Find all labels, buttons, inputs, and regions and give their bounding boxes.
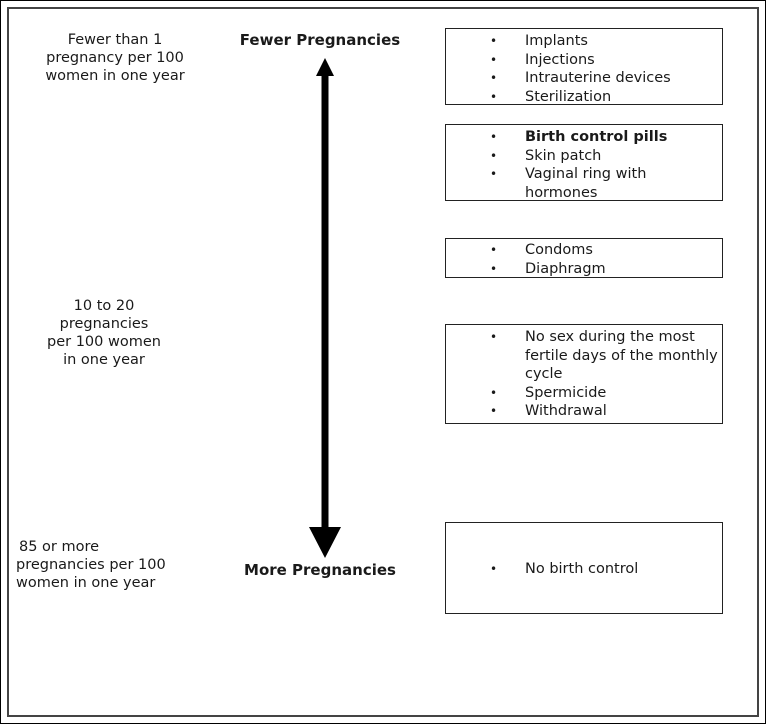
bullet-icon: • — [490, 385, 498, 400]
list-item: • No birth control — [446, 560, 722, 579]
bullet-icon: • — [490, 562, 498, 576]
bullet-icon: • — [490, 243, 498, 257]
list-item: • Diaphragm — [446, 260, 722, 279]
box-list: • Implants • Injections • Intrauterine device… — [446, 32, 722, 106]
list-item: • Condoms — [446, 241, 722, 260]
label-fewer-than-1: Fewer than 1 pregnancy per 100 women in … — [45, 32, 185, 84]
list-item-text: Vaginal ring with hormones — [525, 166, 647, 201]
arrow-shaft — [321, 74, 329, 530]
bullet-icon: • — [490, 330, 498, 344]
list-item-text: Withdrawal — [525, 403, 607, 420]
list-item: • Sterilization — [446, 88, 722, 107]
box-no-method: • No birth control — [445, 522, 723, 614]
label-10-to-20: 10 to 20 pregnancies per 100 women in on… — [47, 298, 161, 368]
list-item: • Intrauterine devices — [446, 69, 722, 88]
box-less-effective: • No sex during the most fertile days of … — [445, 324, 723, 424]
list-item-text: No birth control — [525, 561, 639, 577]
box-barrier: • Condoms • Diaphragm — [445, 238, 723, 278]
arrow-head-down — [309, 527, 341, 558]
bullet-icon: • — [490, 167, 498, 182]
box-list: • No sex during the most fertile days of … — [446, 328, 722, 421]
more-pregnancies-label: More Pregnancies — [244, 561, 396, 579]
box-most-effective: • Implants • Injections • Intrauterine device… — [445, 28, 723, 105]
fewer-pregnancies-label: Fewer Pregnancies — [239, 31, 401, 49]
list-item: • Spermicide — [446, 384, 722, 403]
bullet-icon: • — [490, 404, 498, 419]
bullet-icon: • — [490, 261, 498, 276]
bullet-icon: • — [490, 148, 498, 163]
list-item: • Vaginal ring with hormones — [446, 165, 722, 202]
list-item: • Implants — [446, 32, 722, 51]
bullet-icon: • — [490, 130, 498, 144]
box-list: • Birth control pills • Skin patch • Vaginal … — [446, 128, 722, 202]
bullet-icon: • — [490, 52, 498, 67]
list-item: • Birth control pills — [446, 128, 722, 147]
box-list: • No birth control — [446, 560, 722, 579]
list-item-text: Skin patch — [525, 147, 602, 164]
inner-frame — [7, 7, 759, 717]
list-item-text: Implants — [525, 33, 588, 49]
list-item-text: Injections — [525, 51, 595, 68]
list-item-text: Intrauterine devices — [525, 70, 671, 87]
list-item: • Skin patch — [446, 147, 722, 166]
list-item-text: Spermicide — [525, 384, 607, 401]
list-item-text: No sex during the most fertile days of t… — [525, 329, 718, 383]
box-hormonal: • Birth control pills • Skin patch • Vaginal … — [445, 124, 723, 201]
label-85-or-more: 85 or more pregnancies per 100 women in … — [16, 539, 166, 591]
bullet-icon: • — [490, 34, 498, 48]
list-item-text: Diaphragm — [525, 260, 606, 277]
bullet-icon: • — [490, 71, 498, 86]
list-item: • Withdrawal — [446, 402, 722, 421]
arrow-head-up — [316, 58, 334, 76]
bullet-icon: • — [490, 89, 498, 104]
list-item-text: Birth control pills — [525, 129, 668, 145]
list-item-text: Condoms — [525, 242, 593, 258]
list-item-text: Sterilization — [525, 88, 612, 105]
list-item: • Injections — [446, 51, 722, 70]
list-item: • No sex during the most fertile days of … — [446, 328, 722, 384]
box-list: • Condoms • Diaphragm — [446, 241, 722, 278]
